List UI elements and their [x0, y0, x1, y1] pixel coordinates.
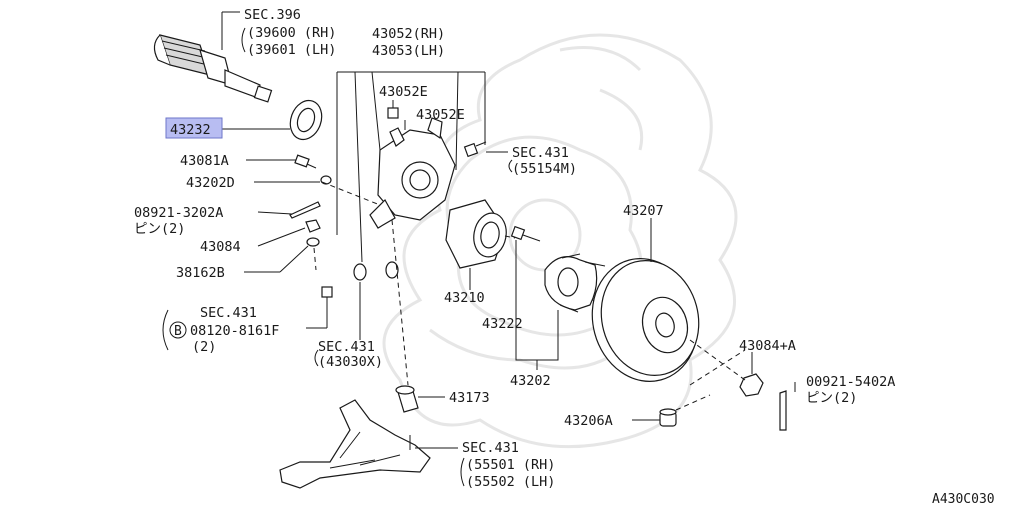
brake-rotor-43207 — [591, 258, 700, 382]
label-43232[interactable]: 43232 — [170, 122, 211, 138]
label-55501: (55501 (RH) — [466, 457, 555, 473]
label-38162b: 38162B — [176, 265, 225, 281]
label-43052e-b: 43052E — [416, 107, 465, 123]
label-43081a: 43081A — [180, 153, 229, 169]
bolt-55154m — [463, 141, 487, 158]
drive-shaft — [153, 34, 273, 103]
bushing-43173 — [395, 385, 419, 413]
alignment-lines — [313, 181, 746, 411]
label-sec431-b: SEC.431 — [200, 305, 257, 321]
label-pin-2: ピン(2) — [806, 390, 857, 406]
leader-lines — [221, 11, 796, 449]
label-sec431-a: SEC.431 — [512, 145, 569, 161]
washer-43202d — [320, 175, 332, 185]
seal-43232 — [289, 99, 323, 141]
label-00921: 00921-5402A — [806, 374, 895, 390]
label-sec431-d: SEC.431 — [462, 440, 519, 456]
label-pin-1: ピン(2) — [134, 221, 185, 237]
label-43052: 43052(RH) — [372, 26, 445, 42]
label-43030x: (43030X) — [318, 354, 383, 370]
label-55502: (55502 (LH) — [466, 474, 555, 490]
diagram-reference-code: A430C030 — [932, 492, 995, 507]
label-43207: 43207 — [623, 203, 664, 219]
label-sec431-c: SEC.431 — [318, 339, 375, 355]
label-43202: 43202 — [510, 373, 551, 389]
brackets — [162, 27, 513, 487]
label-43052e-a: 43052E — [379, 84, 428, 100]
bolt-43081a — [294, 154, 317, 169]
lower-control-arm — [279, 399, 431, 489]
washer-38162b — [306, 237, 320, 247]
b-marker-circle — [169, 321, 187, 339]
label-sec396: SEC.396 — [244, 7, 301, 23]
bolt-08120 — [321, 286, 333, 305]
label-39601: (39601 (LH) — [247, 42, 336, 58]
label-qty-2: (2) — [192, 339, 216, 355]
pin-08921 — [289, 201, 321, 219]
label-08921: 08921-3202A — [134, 205, 223, 221]
label-43084a: 43084+A — [739, 338, 796, 354]
label-43084: 43084 — [200, 239, 241, 255]
hub-bolt-43222 — [510, 225, 541, 242]
highlight-43232 — [165, 117, 223, 139]
wheel-hub-43202 — [544, 253, 611, 313]
label-43202d: 43202D — [186, 175, 235, 191]
label-43173: 43173 — [449, 390, 490, 406]
hub-bearing-43210 — [445, 199, 507, 269]
label-43210: 43210 — [444, 290, 485, 306]
b-marker: B — [174, 324, 182, 339]
washer-43030x — [353, 263, 367, 281]
label-43222: 43222 — [482, 316, 523, 332]
steering-knuckle — [369, 107, 456, 229]
label-43206a: 43206A — [564, 413, 613, 429]
label-39600: (39600 (RH) — [247, 25, 336, 41]
plug-43206a — [659, 408, 677, 427]
nut-43084a — [739, 373, 764, 397]
label-55154m: (55154M) — [512, 161, 577, 177]
watermark-logo — [382, 33, 738, 449]
label-43053: 43053(LH) — [372, 43, 445, 59]
label-08120: 08120-8161F — [190, 323, 279, 339]
pin-00921 — [779, 390, 787, 431]
bushing — [385, 261, 399, 279]
nut-43084 — [305, 219, 321, 233]
